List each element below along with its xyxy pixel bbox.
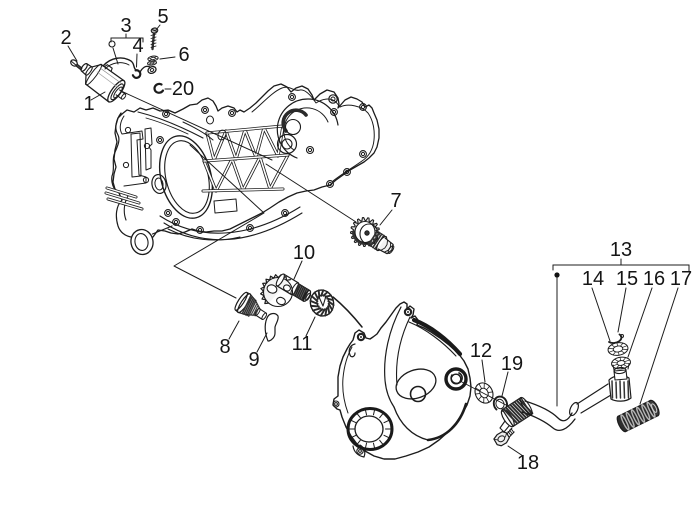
svg-text:1: 1 bbox=[83, 93, 94, 115]
svg-text:9: 9 bbox=[248, 349, 259, 371]
svg-text:13: 13 bbox=[610, 239, 632, 261]
svg-text:2: 2 bbox=[60, 27, 71, 49]
svg-text:4: 4 bbox=[132, 35, 143, 57]
svg-text:5: 5 bbox=[157, 6, 168, 28]
svg-text:6: 6 bbox=[178, 44, 189, 66]
svg-text:12: 12 bbox=[470, 340, 492, 362]
svg-text:16: 16 bbox=[643, 268, 665, 290]
svg-text:10: 10 bbox=[293, 242, 315, 264]
svg-text:19: 19 bbox=[501, 353, 523, 375]
svg-text:15: 15 bbox=[616, 268, 638, 290]
svg-text:18: 18 bbox=[517, 452, 539, 474]
svg-text:14: 14 bbox=[582, 268, 604, 290]
svg-text:20: 20 bbox=[172, 78, 194, 100]
svg-text:17: 17 bbox=[670, 268, 692, 290]
svg-text:11: 11 bbox=[292, 333, 313, 355]
svg-text:7: 7 bbox=[390, 190, 401, 212]
